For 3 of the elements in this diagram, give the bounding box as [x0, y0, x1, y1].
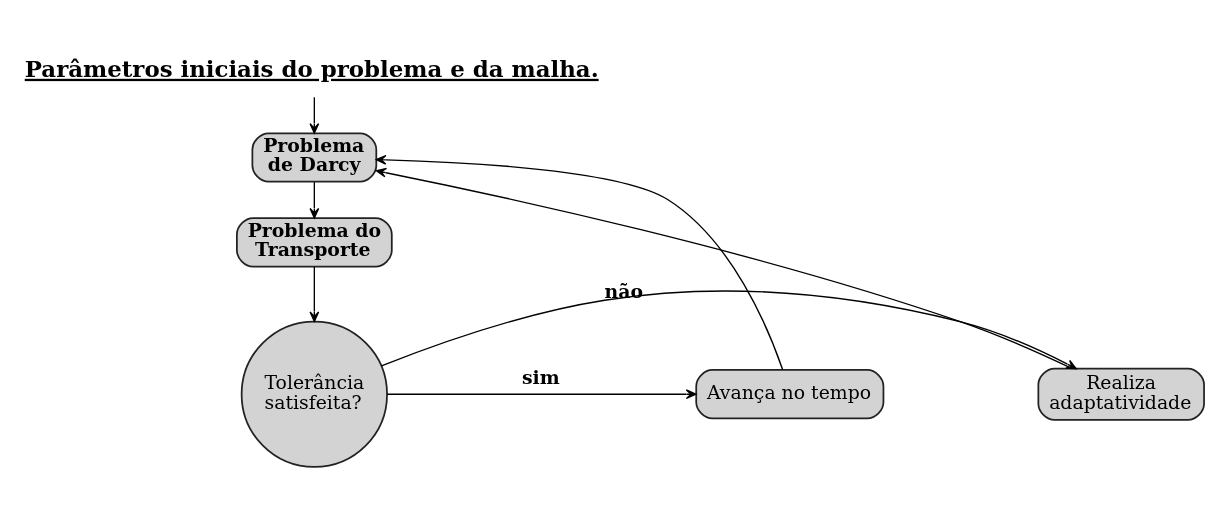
- edge-label: sim: [521, 365, 560, 388]
- edge-label: não: [604, 279, 644, 302]
- node-text: Parâmetros iniciais do problema e da malha.: [24, 55, 599, 82]
